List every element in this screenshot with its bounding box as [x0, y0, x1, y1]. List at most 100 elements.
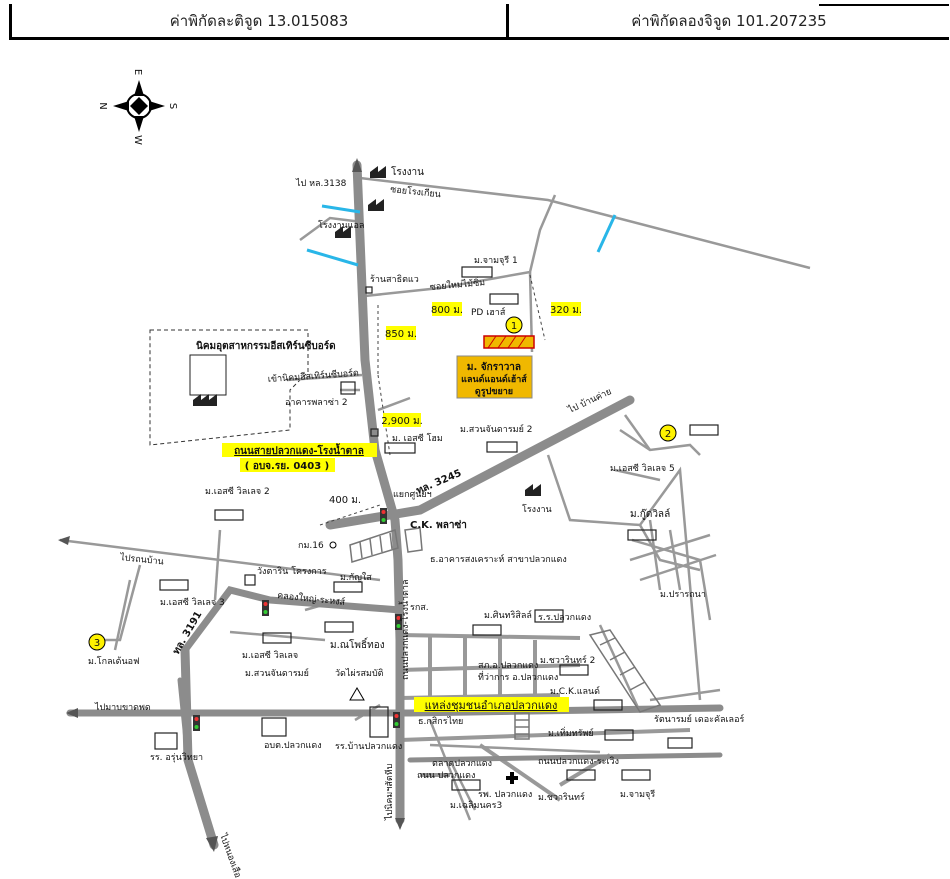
label-sinsiri: ม.ศินทริสิลล์ — [484, 609, 532, 621]
label-dorm-school: รร.บ้านปลวกแดง — [335, 741, 402, 752]
village-icons — [154, 266, 719, 791]
label-district-office: ที่ว่าการ อ.ปลวกแดง — [478, 670, 558, 683]
hospital-icon — [506, 772, 518, 784]
compass-n: N — [97, 102, 108, 109]
place-labels: โรงงาน ไป หล.3138 ซอยโรงเกียน โรงงานแอล … — [88, 165, 744, 811]
community-label: แหล่งชุมชนอำเภอปลวกแดง — [425, 699, 558, 712]
label-nanthani: รัตนารมย์ เดอะคัลเลอร์ — [654, 713, 744, 725]
label-suanchan: ม.สวนจันดารมย์ — [245, 667, 309, 679]
label-charin: ม.ชวารินทร์ — [538, 791, 585, 803]
label-kamphinai: ม.กัญใส — [340, 572, 372, 583]
label-chamchuri1: ม.จามจุรี 1 — [474, 255, 518, 266]
community-box — [414, 697, 569, 712]
label-factory-top: โรงงาน — [391, 165, 424, 178]
label-shop: ร้านสาธิตแว — [370, 274, 419, 285]
distance-2900: 2,900 ม. — [381, 416, 423, 427]
marker-1: 1 — [505, 316, 523, 334]
label-sc-villa: ม.เอสซี วิลเลจ — [242, 650, 298, 661]
label-to-bangsaphan: ไปมาบขาดพด — [94, 702, 151, 713]
label-wang-tarin: วังตาริน โครงการ — [257, 566, 327, 577]
label-sc-villa3: ม.เอสซี วิลเลจ 3 — [160, 597, 225, 608]
distance-850: 850 ม. — [385, 329, 417, 340]
label-suanchan2: ม.สวนจันดารมย์ 2 — [460, 423, 532, 435]
distance-320-box — [551, 302, 581, 316]
label-factory-right: โรงงาน — [522, 504, 552, 515]
latitude-label: ค่าพิกัดละติจูด 13.015083 — [169, 11, 349, 30]
to-sattahip: ไปนิคมฯสัตหีบ — [384, 763, 395, 821]
label-chamchuri: ม.จามจุรี — [620, 789, 655, 800]
distance-guides — [319, 274, 546, 526]
label-branch-pd: สภ.อ.ปลวกแดง — [478, 661, 538, 671]
bridge-marks — [306, 204, 617, 267]
pd-road-vertical: ถนนปลวกแดง-โรงน้ำตาล — [398, 580, 411, 680]
distance-2900-box — [383, 413, 421, 427]
label-goodwill: ม.กู๊ดวิลล์ — [630, 508, 670, 520]
arrow-southwest-icon — [206, 836, 218, 852]
label-hospital-pd: ร.ร.ปลวกแดง — [538, 613, 591, 623]
label-bank-kbank: ธ.กสิกรไทย — [418, 716, 463, 727]
label-wat-pai: วัดไผ่รสมบัติ — [335, 668, 384, 679]
temple-icon — [349, 687, 365, 701]
arrow-west2-icon — [66, 708, 78, 718]
label-mck-land: ม.C.K.แลนด์ — [550, 685, 600, 697]
project-line2: แลนด์แอนด์เฮ้าส์ — [461, 373, 527, 385]
label-dlo: อบต.ปลวกแดง — [264, 741, 322, 751]
label-market: ตลาดปลวกแดง — [432, 759, 492, 769]
label-intersection: แยกศูนย์ฯ — [393, 488, 432, 500]
label-to-route3138: ไป หล.3138 — [295, 178, 347, 189]
compass-icon: E W N S — [97, 69, 178, 145]
label-golden: ม.โกลเด้นอฟ — [88, 656, 139, 667]
town-grid — [399, 633, 691, 802]
label-pramukh3: ม.เฉลิมนคร3 — [450, 800, 502, 811]
svg-text:1: 1 — [511, 321, 517, 332]
longitude-label: ค่าพิกัดลองจิจูด 101.207235 — [631, 11, 827, 30]
label-km16: กม.16 — [298, 541, 324, 551]
railway-hatch — [349, 527, 662, 740]
km16-icon — [329, 541, 337, 549]
main-road-label: ถนนสายปลวกแดง-โรงน้ำตาล — [234, 443, 364, 457]
label-ponthong: ม.ณโพธิ์ทอง — [330, 637, 385, 651]
to-nong: ไปหนองเสือ — [217, 831, 243, 879]
compass-w: W — [132, 135, 143, 145]
label-sc-villa2: ม.เอสซี วิลเลจ 2 — [205, 486, 270, 497]
arrow-south-icon — [395, 818, 405, 830]
label-tempsuk: ม.เทิ่มทรัพย์ — [548, 726, 594, 739]
coordinate-bar: ค่าพิกัดละติจูด 13.015083 ค่าพิกัดลองจิจ… — [9, 4, 949, 40]
compass-s: S — [167, 103, 178, 109]
label-pluak-road: ถนนปลวกแดง-ระเวิง — [538, 756, 619, 767]
label-bank-ghb: ธ.อาคารสงเคราะห์ สาขาปลวกแดง — [430, 553, 567, 565]
label-aruna: รร. อรุ่นวิทยา — [150, 752, 203, 763]
label-charin2: ม.ชวารินทร์ 2 — [540, 654, 595, 666]
project-line3: ดูรูปขยาย — [475, 386, 513, 397]
label-pd-road: ถนน ปลวกแดง — [417, 771, 475, 781]
label-soi-factory: ซอยโรงเกียน — [390, 184, 442, 200]
label-sc-villa5: ม.เอสซี วิลเลจ 5 — [610, 463, 675, 474]
label-to-rayong: ไปรถนบ้าน — [119, 552, 164, 568]
main-road-code-box — [240, 458, 335, 472]
label-estate: นิคมอุตสาหกรรมอีสเทิร์นซีบอร์ด — [196, 340, 336, 352]
label-pd-house: PD เฮาส์ — [471, 306, 506, 318]
traffic-light-icons — [193, 508, 402, 731]
label-hospital: รพ. ปลวกแดง — [478, 790, 532, 800]
distance-800-box — [432, 302, 462, 316]
label-sc-dome: ม. เอสซี โฮม — [392, 433, 443, 444]
marker-2: 2 — [659, 424, 677, 442]
project-label-box — [456, 355, 533, 399]
factory-icons — [189, 166, 541, 496]
label-soi-yai: ซอยใหม่ไม้ซิ่ม — [429, 275, 486, 293]
svg-text:3: 3 — [94, 638, 100, 649]
distance-400: 400 ม. — [329, 495, 361, 506]
project-plot — [483, 335, 535, 349]
project-line1: ม. จักราวาล — [467, 361, 521, 373]
arrow-west-icon — [58, 536, 70, 545]
label-factory-left: โรงงานแอล — [318, 220, 364, 231]
svg-text:2: 2 — [665, 429, 671, 440]
compass-e: E — [132, 69, 143, 75]
label-praptana: ม.ปรารถนา — [660, 590, 706, 600]
distance-320: 320 ม. — [550, 305, 582, 316]
minor-roads — [59, 176, 811, 821]
label-ck-plaza: C.K. พลาซ่า — [410, 519, 467, 531]
distance-800: 800 ม. — [431, 305, 463, 316]
main-road-code: ( อบจ.รย. 0403 ) — [245, 461, 329, 472]
